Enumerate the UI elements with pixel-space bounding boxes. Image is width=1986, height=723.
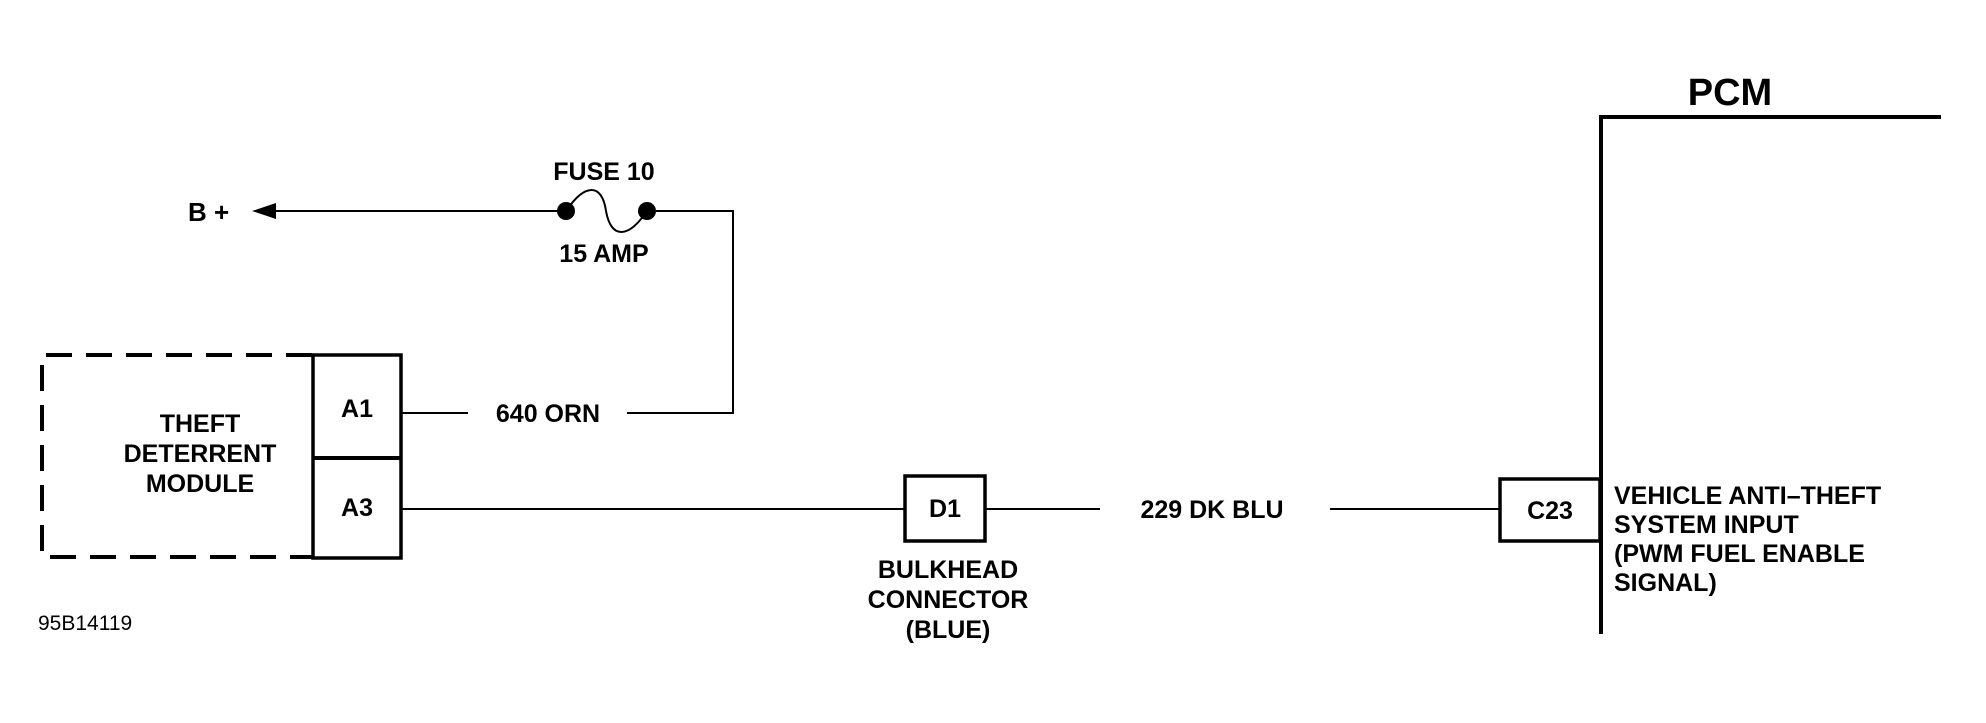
pcm-title: PCM xyxy=(1688,72,1772,114)
battery-arrowhead xyxy=(252,203,276,219)
theft-deterrent-module: THEFT DETERRENT MODULE xyxy=(40,353,312,559)
input-desc-line2: SYSTEM INPUT xyxy=(1614,511,1799,539)
fuse-output-wire xyxy=(627,210,734,414)
input-desc-line1: VEHICLE ANTI–THEFT xyxy=(1614,482,1881,510)
pin-d1-label: D1 xyxy=(929,495,961,523)
wire-640-label: 640 ORN xyxy=(496,400,600,428)
wire-229-label: 229 DK BLU xyxy=(1140,496,1283,524)
bulkhead-label-line2: CONNECTOR xyxy=(868,586,1029,614)
battery-label: B + xyxy=(188,197,229,227)
module-label-line2: DETERRENT xyxy=(124,440,277,468)
pcm-connector-c23 xyxy=(1498,477,1602,543)
input-desc-line3: (PWM FUEL ENABLE xyxy=(1614,540,1865,568)
input-desc-line4: SIGNAL) xyxy=(1614,569,1717,597)
pin-a3-label: A3 xyxy=(341,494,373,522)
bulkhead-label-line3: (BLUE) xyxy=(906,616,991,644)
figure-id: 95B14119 xyxy=(38,612,132,635)
bulkhead-label-line1: BULKHEAD xyxy=(878,556,1018,584)
fuse-name-label: FUSE 10 xyxy=(553,158,654,186)
module-label-line1: THEFT xyxy=(160,410,241,438)
module-label-line3: MODULE xyxy=(146,470,254,498)
pin-a1-label: A1 xyxy=(341,395,373,423)
fuse-symbol xyxy=(557,189,656,233)
bulkhead-connector-d1 xyxy=(903,474,987,543)
pcm-boundary xyxy=(1599,115,1941,634)
pin-c23-label: C23 xyxy=(1527,497,1573,525)
fuse-rating-label: 15 AMP xyxy=(559,240,648,268)
